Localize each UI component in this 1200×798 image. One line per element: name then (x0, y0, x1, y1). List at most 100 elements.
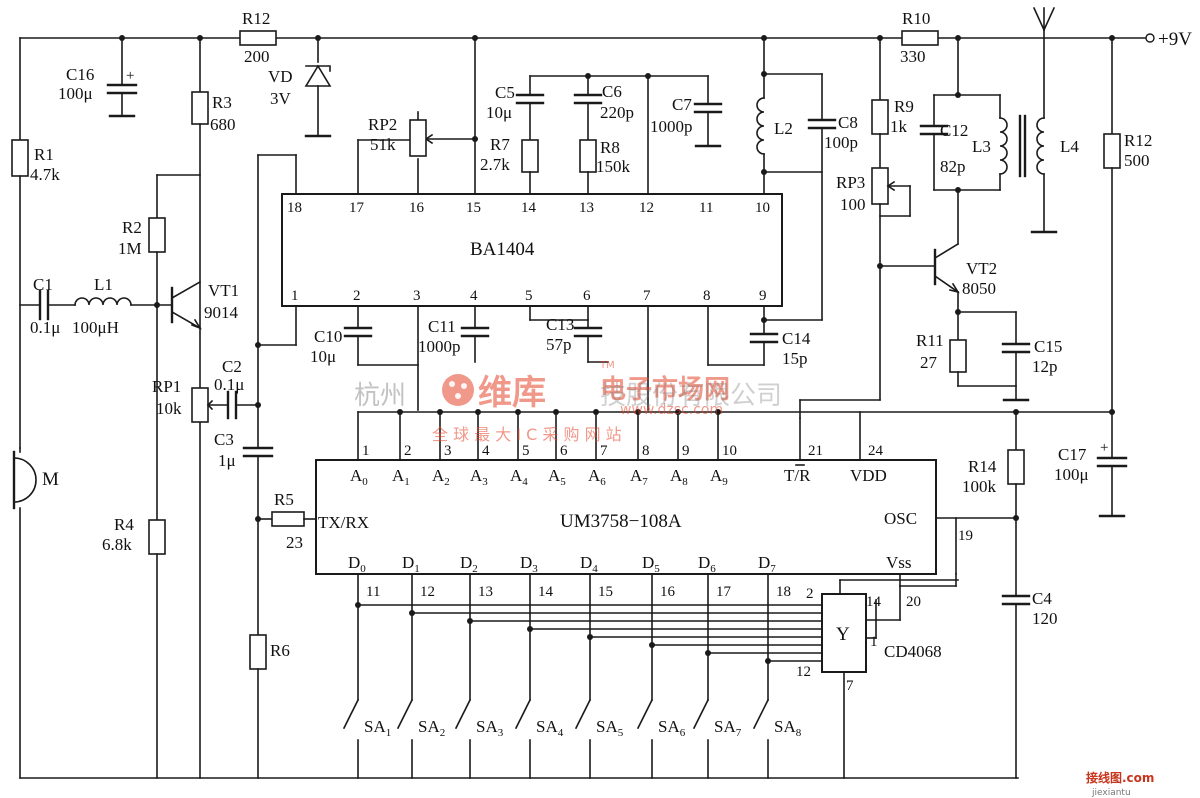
rp1-value: 10k (156, 399, 182, 418)
zener-vd (304, 64, 332, 87)
r9-ref: R9 (894, 97, 914, 116)
r4-ref: R4 (114, 515, 134, 534)
r12a-value: 200 (244, 47, 270, 66)
data-pin-16: 16 (660, 584, 676, 600)
c14-ref: C14 (782, 329, 811, 348)
c16-plus: + (126, 68, 134, 84)
um3758-tr-label: T/R (784, 466, 811, 485)
ba1404-bottom-pin-8: 8 (703, 288, 711, 304)
and-bus-junction-7 (765, 658, 771, 664)
resistor-r11 (949, 339, 967, 373)
ic-cd4068 (821, 593, 867, 673)
um3758-txrx-label: TX/RX (318, 513, 369, 532)
watermark-brand: 维库 (478, 373, 546, 413)
r2-ref: R2 (122, 218, 142, 237)
um3758-osc-label: OSC (884, 509, 917, 528)
data-pin-14: 14 (538, 584, 554, 600)
capacitor-c2 (226, 390, 238, 420)
switch-label-4: SA5 (596, 717, 624, 739)
c12-value: 82p (940, 157, 966, 176)
inductor-l1 (74, 297, 132, 306)
rp2-value: 51k (370, 135, 396, 154)
c11-value: 1000p (418, 337, 461, 356)
address-pin-1: 1 (362, 443, 370, 459)
c1-value: 0.1μ (30, 318, 60, 337)
capacitor-c5 (515, 93, 545, 105)
ba1404-top-pin-17: 17 (349, 200, 365, 216)
c7-ref: C7 (672, 95, 692, 114)
cd4068-pin-2: 2 (806, 586, 814, 602)
cd4068-ref: Y (836, 624, 850, 645)
vd-value: 3V (270, 89, 292, 108)
switch-blade-2 (454, 698, 472, 730)
c7-value: 1000p (650, 117, 693, 136)
r12b-ref: R12 (1124, 131, 1152, 150)
address-pin-7: 7 (600, 443, 608, 459)
ba1404-bottom-pin-6: 6 (583, 288, 591, 304)
r8-ref: R8 (600, 138, 620, 157)
r10-ref: R10 (902, 9, 930, 28)
ba1404-top-pin-15: 15 (466, 200, 481, 216)
r1-value: 4.7k (30, 165, 60, 184)
resistor-r1 (11, 139, 29, 177)
transistor-vt2 (933, 242, 960, 294)
ba1404-bottom-pin-4: 4 (470, 288, 478, 304)
c8-value: 100p (824, 133, 858, 152)
cd4068-pin-12: 12 (796, 664, 811, 680)
potentiometer-rp1 (191, 387, 209, 423)
resistor-r2 (148, 217, 166, 253)
c16-ref: C16 (66, 65, 94, 84)
c6-value: 220p (600, 103, 634, 122)
rp3-ref: RP3 (836, 173, 865, 192)
inductor-l4 (1036, 117, 1045, 175)
capacitor-c16 (106, 83, 138, 95)
resistor-r6 (249, 634, 267, 670)
resistor-r3 (191, 91, 209, 125)
r1-ref: R1 (34, 145, 54, 164)
watermark-left: 杭州 (354, 381, 406, 411)
resistor-r12b (1103, 133, 1121, 169)
data-pin-15: 15 (598, 584, 613, 600)
data-pin-13: 13 (478, 584, 493, 600)
inductor-l2 (756, 97, 765, 155)
c10-ref: C10 (314, 327, 342, 346)
address-pin-10: 10 (722, 443, 737, 459)
capacitor-c8 (807, 118, 837, 130)
l4-ref: L4 (1060, 137, 1079, 156)
ic-um3758 (315, 459, 937, 575)
potentiometer-rp3 (871, 167, 889, 205)
resistor-r8 (579, 139, 597, 173)
r3-ref: R3 (212, 93, 232, 112)
capacitor-c17 (1096, 456, 1128, 468)
ba1404-bottom-pin-2: 2 (353, 288, 361, 304)
switch-label-5: SA6 (658, 717, 686, 739)
r12b-value: 500 (1124, 151, 1150, 170)
potentiometer-rp2 (409, 119, 427, 157)
switch-label-1: SA2 (418, 717, 445, 739)
vt2-value: 8050 (962, 279, 996, 298)
r7-value: 2.7k (480, 155, 510, 174)
c17-ref: C17 (1058, 445, 1087, 464)
r5-value: 23 (286, 533, 303, 552)
ba1404-bottom-pin-7: 7 (643, 288, 651, 304)
ba1404-bottom-pin-9: 9 (759, 288, 767, 304)
c1-ref: C1 (33, 275, 53, 294)
resistor-r4 (148, 519, 166, 555)
ba1404-name: BA1404 (470, 239, 535, 260)
and-bus-junction-0 (355, 602, 361, 608)
corner-mark-sub: jiexiantu (1091, 788, 1131, 798)
transistor-vt1 (170, 280, 202, 330)
c6-ref: C6 (602, 82, 622, 101)
ba1404-bottom-pin-5: 5 (525, 288, 533, 304)
um3758-name: UM3758−108A (560, 511, 682, 532)
r6-ref: R6 (270, 641, 290, 660)
data-pin-17: 17 (716, 584, 732, 600)
c15-value: 12p (1032, 357, 1058, 376)
and-bus-junction-1 (409, 610, 415, 616)
switch-label-3: SA4 (536, 717, 564, 739)
c17-plus: + (1100, 440, 1108, 456)
cd4068-value: CD4068 (884, 642, 942, 661)
l2-ref: L2 (774, 119, 793, 138)
